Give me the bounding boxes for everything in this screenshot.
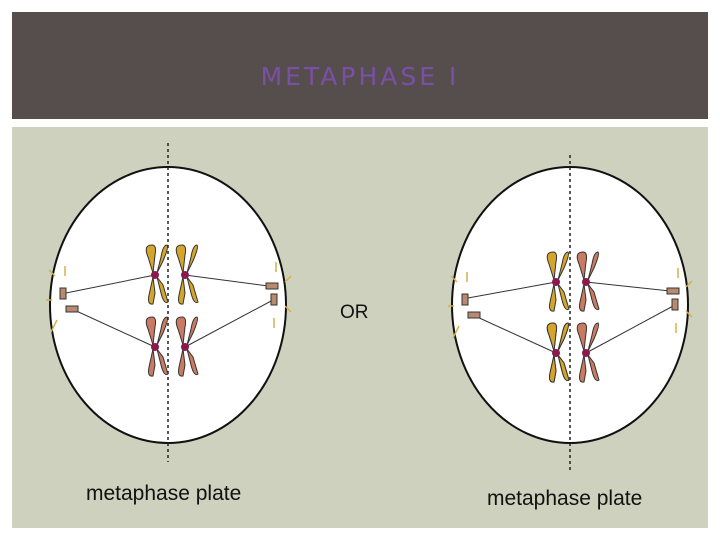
- centriole-icon: [65, 305, 79, 313]
- chromosome-pair-icon: [546, 322, 600, 383]
- centriole-icon: [265, 282, 279, 290]
- aster-ray-icon: [46, 262, 292, 333]
- right-caption: metaphase plate: [487, 487, 643, 510]
- left-cell: [46, 143, 292, 462]
- chromosome-pair-icon: [145, 316, 199, 377]
- centriole-icon: [461, 293, 469, 306]
- centriole-icon: [59, 287, 67, 300]
- centriole-icon: [666, 287, 680, 295]
- left-caption: metaphase plate: [86, 482, 242, 505]
- chromosome-pair-icon: [546, 251, 600, 312]
- title-bar: METAPHASE I: [12, 12, 708, 119]
- spindle-fibers: [467, 281, 676, 354]
- or-label: OR: [340, 302, 369, 323]
- spindle-fibers: [65, 274, 274, 348]
- centriole-icon: [467, 311, 481, 319]
- centriole-icon: [671, 298, 679, 311]
- slide-title: METAPHASE I: [260, 62, 460, 91]
- right-cell: [448, 155, 693, 472]
- chromosome-pair-icon: [145, 244, 199, 305]
- aster-ray-icon: [448, 268, 693, 339]
- centriole-icon: [270, 293, 278, 306]
